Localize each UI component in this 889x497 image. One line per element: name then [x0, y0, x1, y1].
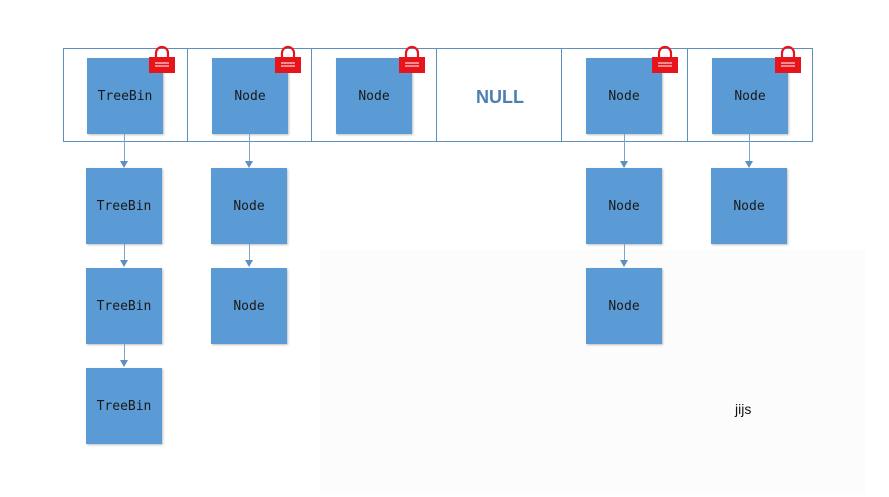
lock-icon [399, 45, 425, 73]
chain-connector [249, 244, 250, 261]
node-label: Node [608, 198, 640, 214]
arrowhead-icon [120, 161, 128, 168]
bucket-slot-1: Node [187, 48, 312, 142]
node-label: TreeBin [96, 398, 152, 414]
chain-connector [249, 134, 250, 162]
node-label: Node [608, 88, 640, 104]
arrowhead-icon [620, 161, 628, 168]
arrowhead-icon [245, 260, 253, 267]
bucket-slot-4: Node [561, 48, 688, 142]
bucket-slot-5: Node [687, 48, 813, 142]
chain-connector [124, 134, 125, 162]
bucket-slot-3: NULL [436, 48, 562, 142]
chain-node: TreeBin [86, 168, 162, 244]
watermark-text: jijs [735, 401, 752, 417]
node-label: Node [734, 88, 766, 104]
node-label: Node [233, 198, 265, 214]
chain-connector [624, 244, 625, 261]
node-label: Node [234, 88, 266, 104]
arrowhead-icon [120, 360, 128, 367]
lock-icon [149, 45, 175, 73]
lock-icon [775, 45, 801, 73]
null-label: NULL [476, 87, 524, 107]
arrowhead-icon [245, 161, 253, 168]
node-label: Node [358, 88, 390, 104]
chain-node: TreeBin [86, 368, 162, 444]
node-label: TreeBin [96, 198, 152, 214]
chain-node: TreeBin [86, 268, 162, 344]
chain-node: Node [211, 168, 287, 244]
node-label: Node [608, 298, 640, 314]
chain-connector [624, 134, 625, 162]
node-label: TreeBin [96, 298, 152, 314]
node-label: TreeBin [97, 88, 153, 104]
chain-node: Node [711, 168, 787, 244]
arrowhead-icon [120, 260, 128, 267]
chain-connector [124, 344, 125, 361]
node-label: Node [233, 298, 265, 314]
chain-node: Node [586, 268, 662, 344]
arrowhead-icon [745, 161, 753, 168]
lock-icon [652, 45, 678, 73]
arrowhead-icon [620, 260, 628, 267]
node-label: Node [733, 198, 765, 214]
bucket-node-4: Node [586, 58, 662, 134]
chain-connector [124, 244, 125, 261]
chain-node: Node [211, 268, 287, 344]
lock-icon [275, 45, 301, 73]
chain-node: Node [586, 168, 662, 244]
chain-connector [749, 134, 750, 162]
